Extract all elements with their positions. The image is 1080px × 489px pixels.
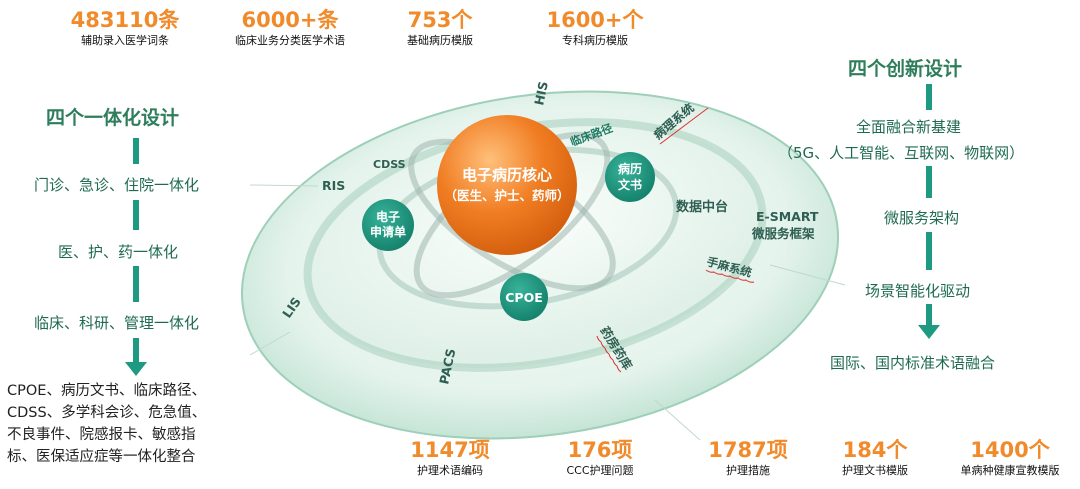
right-title: 四个创新设计 (848, 58, 963, 80)
anesthesia-underline (705, 269, 755, 283)
left-connector-bottom (249, 331, 291, 356)
esmart-label-line1: E-SMART (756, 209, 819, 224)
pacs-label: PACS (436, 347, 458, 385)
data-center-label: 数据中台 (676, 199, 728, 215)
stat-nursing-codes: 1147项 护理术语编码 (385, 437, 515, 479)
stat-base-templates: 753个 基础病历模版 (380, 7, 500, 49)
emr-core-sphere (437, 115, 577, 255)
stat-label: 专科病历模版 (562, 34, 628, 47)
record-bubble-line2: 文书 (618, 177, 642, 192)
stat-specialty-templates: 1600+个 专科病历模版 (530, 7, 660, 49)
left-summary-line-3: 不良事件、院感报卡、敏感指 (7, 427, 196, 443)
stat-value: 6000+条 (241, 8, 339, 32)
right-flow-bar-4 (926, 304, 932, 326)
pathology-underline (659, 107, 709, 145)
left-summary: CPOE、病历文书、临床路径、 CDSS、多学科会诊、危急值、 不良事件、院感报… (7, 380, 206, 468)
left-flow-bar-2 (133, 200, 139, 230)
right-item-4: 场景智能化驱动 (865, 282, 971, 300)
cpoe-bubble-label: CPOE (505, 290, 543, 305)
right-connector (769, 264, 846, 286)
left-flow-bar-1 (133, 138, 139, 164)
core-title: 电子病历核心 (462, 166, 552, 184)
esmart-label-line2: 微服务框架 (751, 226, 815, 241)
ris-label: RIS (322, 178, 345, 193)
left-flow-bar-3 (133, 266, 139, 302)
stat-value: 1147项 (410, 438, 490, 462)
stat-value: 184个 (842, 438, 908, 462)
stat-label: 护理措施 (726, 464, 770, 477)
stat-nursing-templates: 184个 护理文书模版 (810, 437, 940, 479)
stat-label: 单病种健康宣教模版 (960, 464, 1060, 477)
stat-label: 护理术语编码 (417, 464, 483, 477)
right-item-3: 微服务架构 (884, 209, 960, 227)
core-subtitle: （医生、护士、药师） (444, 188, 569, 203)
left-item-2: 医、护、药一体化 (58, 243, 179, 261)
stat-label: 基础病历模版 (407, 34, 473, 47)
stat-ccc-problems: 176项 CCC护理问题 (535, 437, 665, 479)
left-flow-arrow (125, 362, 147, 376)
record-bubble (605, 152, 655, 202)
right-item-5: 国际、国内标准术语融合 (830, 354, 996, 372)
right-flow-arrow (918, 325, 940, 339)
stat-nursing-measures: 1787项 护理措施 (683, 437, 813, 479)
stat-medical-terms: 483110条 辅助录入医学词条 (50, 7, 200, 49)
stat-value: 1600+个 (546, 8, 644, 32)
bottom-connector (654, 399, 701, 441)
his-label: HIS (531, 80, 551, 107)
stat-value: 176项 (567, 438, 633, 462)
order-bubble-line2: 申请单 (370, 224, 406, 239)
stat-value: 1400个 (970, 438, 1050, 462)
stat-value: 483110条 (70, 8, 180, 32)
stat-value: 753个 (407, 8, 473, 32)
left-flow-bar-4 (133, 338, 139, 362)
order-bubble (362, 199, 414, 251)
stat-clinical-terms: 6000+条 临床业务分类医学术语 (215, 7, 365, 49)
left-summary-line-2: CDSS、多学科会诊、危急值、 (7, 405, 207, 421)
pharmacy-underline (596, 335, 622, 373)
cdss-label: CDSS (373, 158, 406, 171)
left-item-3: 临床、科研、管理一体化 (34, 314, 200, 332)
left-connector-top (249, 184, 319, 187)
right-flow-bar-2 (926, 166, 932, 198)
stat-value: 1787项 (708, 438, 788, 462)
left-summary-line-4: 标、医保适应症等一体化整合 (7, 449, 196, 465)
right-flow-bar-3 (926, 232, 932, 270)
stat-label: 临床业务分类医学术语 (235, 34, 345, 47)
stat-label: 护理文书模版 (842, 464, 908, 477)
right-item-1: 全面融合新基建 (856, 118, 962, 136)
left-item-1: 门诊、急诊、住院一体化 (34, 176, 200, 194)
record-bubble-line1: 病历 (618, 161, 642, 176)
right-item-2: （5G、人工智能、互联网、物联网） (778, 144, 1025, 162)
right-flow-bar-1 (926, 84, 932, 110)
left-summary-line-1: CPOE、病历文书、临床路径、 (7, 383, 206, 399)
stat-label: CCC护理问题 (566, 464, 634, 477)
left-title: 四个一体化设计 (46, 107, 180, 129)
order-bubble-line1: 电子 (376, 209, 400, 224)
cpoe-bubble (500, 273, 548, 321)
stat-health-templates: 1400个 单病种健康宣教模版 (940, 437, 1080, 479)
stat-label: 辅助录入医学词条 (81, 34, 169, 47)
